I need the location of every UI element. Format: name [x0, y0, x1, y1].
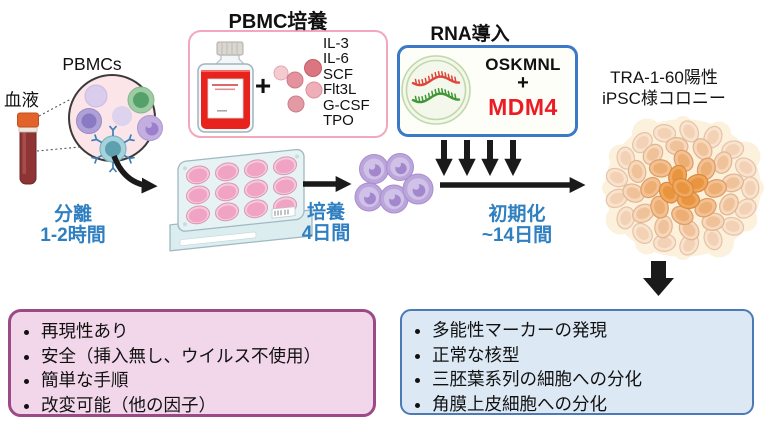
callout-lines [36, 98, 81, 152]
pbmcs-label: PBMCs [62, 54, 122, 74]
rna-plus-sign: + [517, 72, 529, 94]
step-reprogramming-duration: ~14日間 [481, 225, 553, 246]
transfection-arrows [435, 140, 522, 177]
culture-plate-icon [169, 148, 313, 252]
cytokine-item: SCF [323, 65, 353, 83]
advantage-item: 改変可能（他の因子） [41, 393, 367, 418]
advantage-item: 安全（挿入無し、ウイルス不使用） [41, 344, 367, 369]
step-separation: 分離 1-2時間 [23, 204, 123, 246]
step-culture-duration: 4日間 [301, 223, 351, 244]
step-culture-name: 培養 [306, 202, 345, 223]
advantages-panel: 再現性あり 安全（挿入無し、ウイルス不使用） 簡単な手順 改変可能（他の因子） [8, 309, 376, 417]
down-arrow-icon [643, 261, 674, 296]
cytokine-item: G-CSF [323, 96, 370, 114]
step-reprogramming: 初期化 ~14日間 [467, 204, 567, 246]
advantage-item: 簡単な手順 [41, 368, 367, 393]
advantage-item: 再現性あり [41, 319, 367, 344]
result-line2: iPSC様コロニー [602, 88, 726, 108]
ipsc-colony-icon [602, 116, 764, 260]
arrow-to-plate [111, 154, 158, 194]
media-bottle-icon [197, 41, 254, 133]
property-item: 角膜上皮細胞への分化 [432, 392, 746, 417]
result-line1: TRA-1-60陽性 [610, 68, 718, 87]
cytokine-item: IL-6 [323, 50, 349, 68]
cytokine-list: IL-3 IL-6 SCF Flt3L G-CSF TPO [323, 35, 370, 130]
cytokine-item: IL-3 [323, 35, 349, 52]
rna-box-title: RNA導入 [430, 24, 510, 45]
cytokine-item: TPO [323, 112, 354, 130]
property-item: 三胚葉系列の細胞への分化 [432, 367, 746, 392]
step-culture: 培養 4日間 [286, 202, 366, 244]
step-separation-name: 分離 [53, 204, 92, 225]
cytokine-item: Flt3L [323, 81, 357, 99]
property-item: 正常な核型 [432, 343, 746, 368]
plus-sign: + [254, 70, 272, 101]
step-reprogramming-name: 初期化 [488, 204, 546, 225]
expanded-cells-icon [354, 153, 434, 214]
advantages-list: 再現性あり 安全（挿入無し、ウイルス不使用） 簡単な手順 改変可能（他の因子） [11, 312, 373, 417]
oskmnl-label: OSKMNL [485, 55, 561, 74]
culture-box-title: PBMC培養 [228, 11, 328, 33]
pbmc-cells-icon [68, 74, 163, 173]
blood-label: 血液 [4, 90, 39, 110]
step-separation-duration: 1-2時間 [40, 225, 106, 246]
mdm4-label: MDM4 [488, 94, 558, 120]
ipsc-properties-panel: 多能性マーカーの発現 正常な核型 三胚葉系列の細胞への分化 角膜上皮細胞への分化 [400, 309, 754, 415]
ipsc-properties-list: 多能性マーカーの発現 正常な核型 三胚葉系列の細胞への分化 角膜上皮細胞への分化 [402, 311, 752, 416]
blood-tube-icon [17, 112, 39, 185]
cytokine-dots-icon [273, 59, 323, 113]
result-label: TRA-1-60陽性 iPSC様コロニー [584, 68, 744, 109]
rna-vesicle-icon [401, 55, 471, 125]
property-item: 多能性マーカーの発現 [432, 318, 746, 343]
